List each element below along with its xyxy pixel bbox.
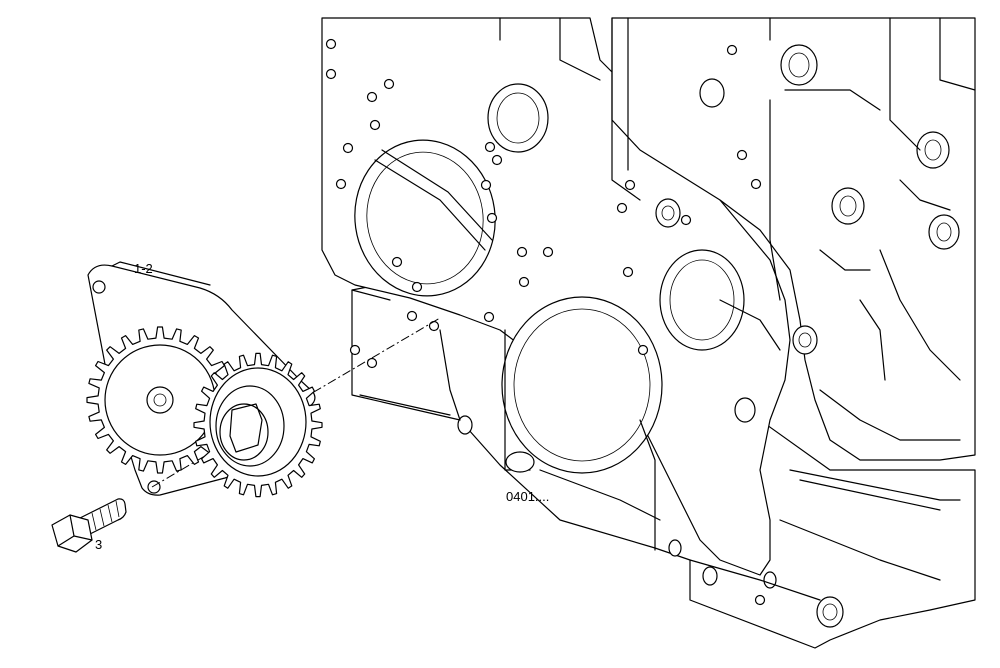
bolt-callout: 3 xyxy=(95,537,103,552)
drive-gear xyxy=(193,352,323,498)
flange-bolt xyxy=(51,498,127,553)
block-reference-callout: 0401.... xyxy=(506,489,550,504)
idler-gear xyxy=(86,326,234,474)
engine-block xyxy=(321,17,976,649)
pump-assembly-callout: 1-2 xyxy=(134,261,153,276)
